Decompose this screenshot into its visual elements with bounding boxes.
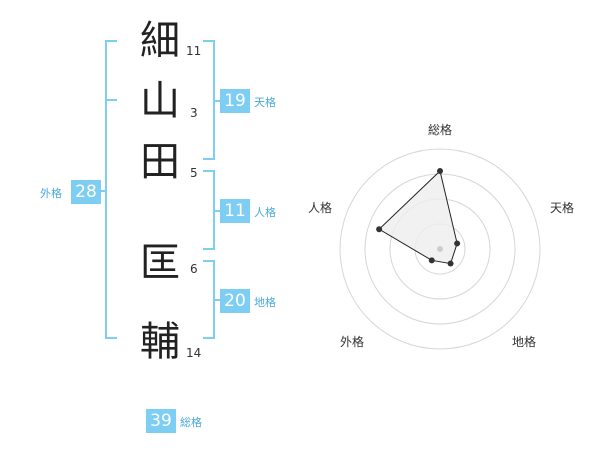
radar-axis-label-1: 総格: [428, 122, 452, 137]
name-char-5: 輔: [140, 319, 180, 365]
jinkaku-label: 人格: [254, 206, 276, 219]
jinkaku-tick: [215, 210, 221, 212]
tenkaku-label: 天格: [254, 96, 276, 109]
name-char-2: 山: [140, 78, 180, 124]
gaikaku-bracket-tick: [98, 190, 107, 192]
radar-point-3: [447, 260, 454, 267]
jinkaku-value: 11: [220, 199, 250, 223]
stroke-count-3: 5: [190, 166, 198, 180]
tenkaku-value: 19: [220, 89, 250, 113]
name-char-1: 細: [140, 18, 180, 64]
soukaku-value: 39: [146, 409, 176, 433]
chikaku-label: 地格: [254, 296, 276, 309]
tenkaku-tick: [215, 100, 221, 102]
jinkaku-bracket: [203, 170, 215, 250]
gaikaku-label: 外格: [40, 187, 62, 200]
radar-point-2: [454, 240, 461, 247]
stroke-count-1: 11: [186, 44, 202, 58]
radar-point-1: [437, 168, 443, 174]
chikaku-bracket: [203, 260, 215, 339]
stroke-count-5: 14: [186, 346, 202, 360]
radar-axis-label-5: 人格: [308, 200, 332, 215]
tenkaku-bracket: [203, 40, 215, 160]
radar-point-5: [376, 226, 383, 233]
name-char-4: 匡: [140, 240, 180, 286]
gaikaku-bracket: [105, 40, 117, 339]
radar-polygon: [378, 170, 458, 265]
radar-axis-label-4: 外格: [340, 334, 364, 349]
radar-point-4: [428, 257, 435, 264]
radar-axis-label-3: 地格: [512, 334, 536, 349]
soukaku-label: 総格: [180, 416, 202, 429]
gaikaku-value: 28: [71, 180, 101, 204]
chikaku-tick: [215, 299, 221, 301]
name-char-3: 田: [140, 139, 180, 185]
radar-center: [437, 246, 443, 252]
stroke-count-4: 6: [190, 262, 198, 276]
radar-axis-label-2: 天格: [550, 200, 574, 215]
radar-grid-ring-4: [339, 148, 541, 350]
gaikaku-bracket-inner: [105, 99, 117, 101]
stroke-count-2: 3: [190, 106, 198, 120]
chikaku-value: 20: [220, 289, 250, 313]
